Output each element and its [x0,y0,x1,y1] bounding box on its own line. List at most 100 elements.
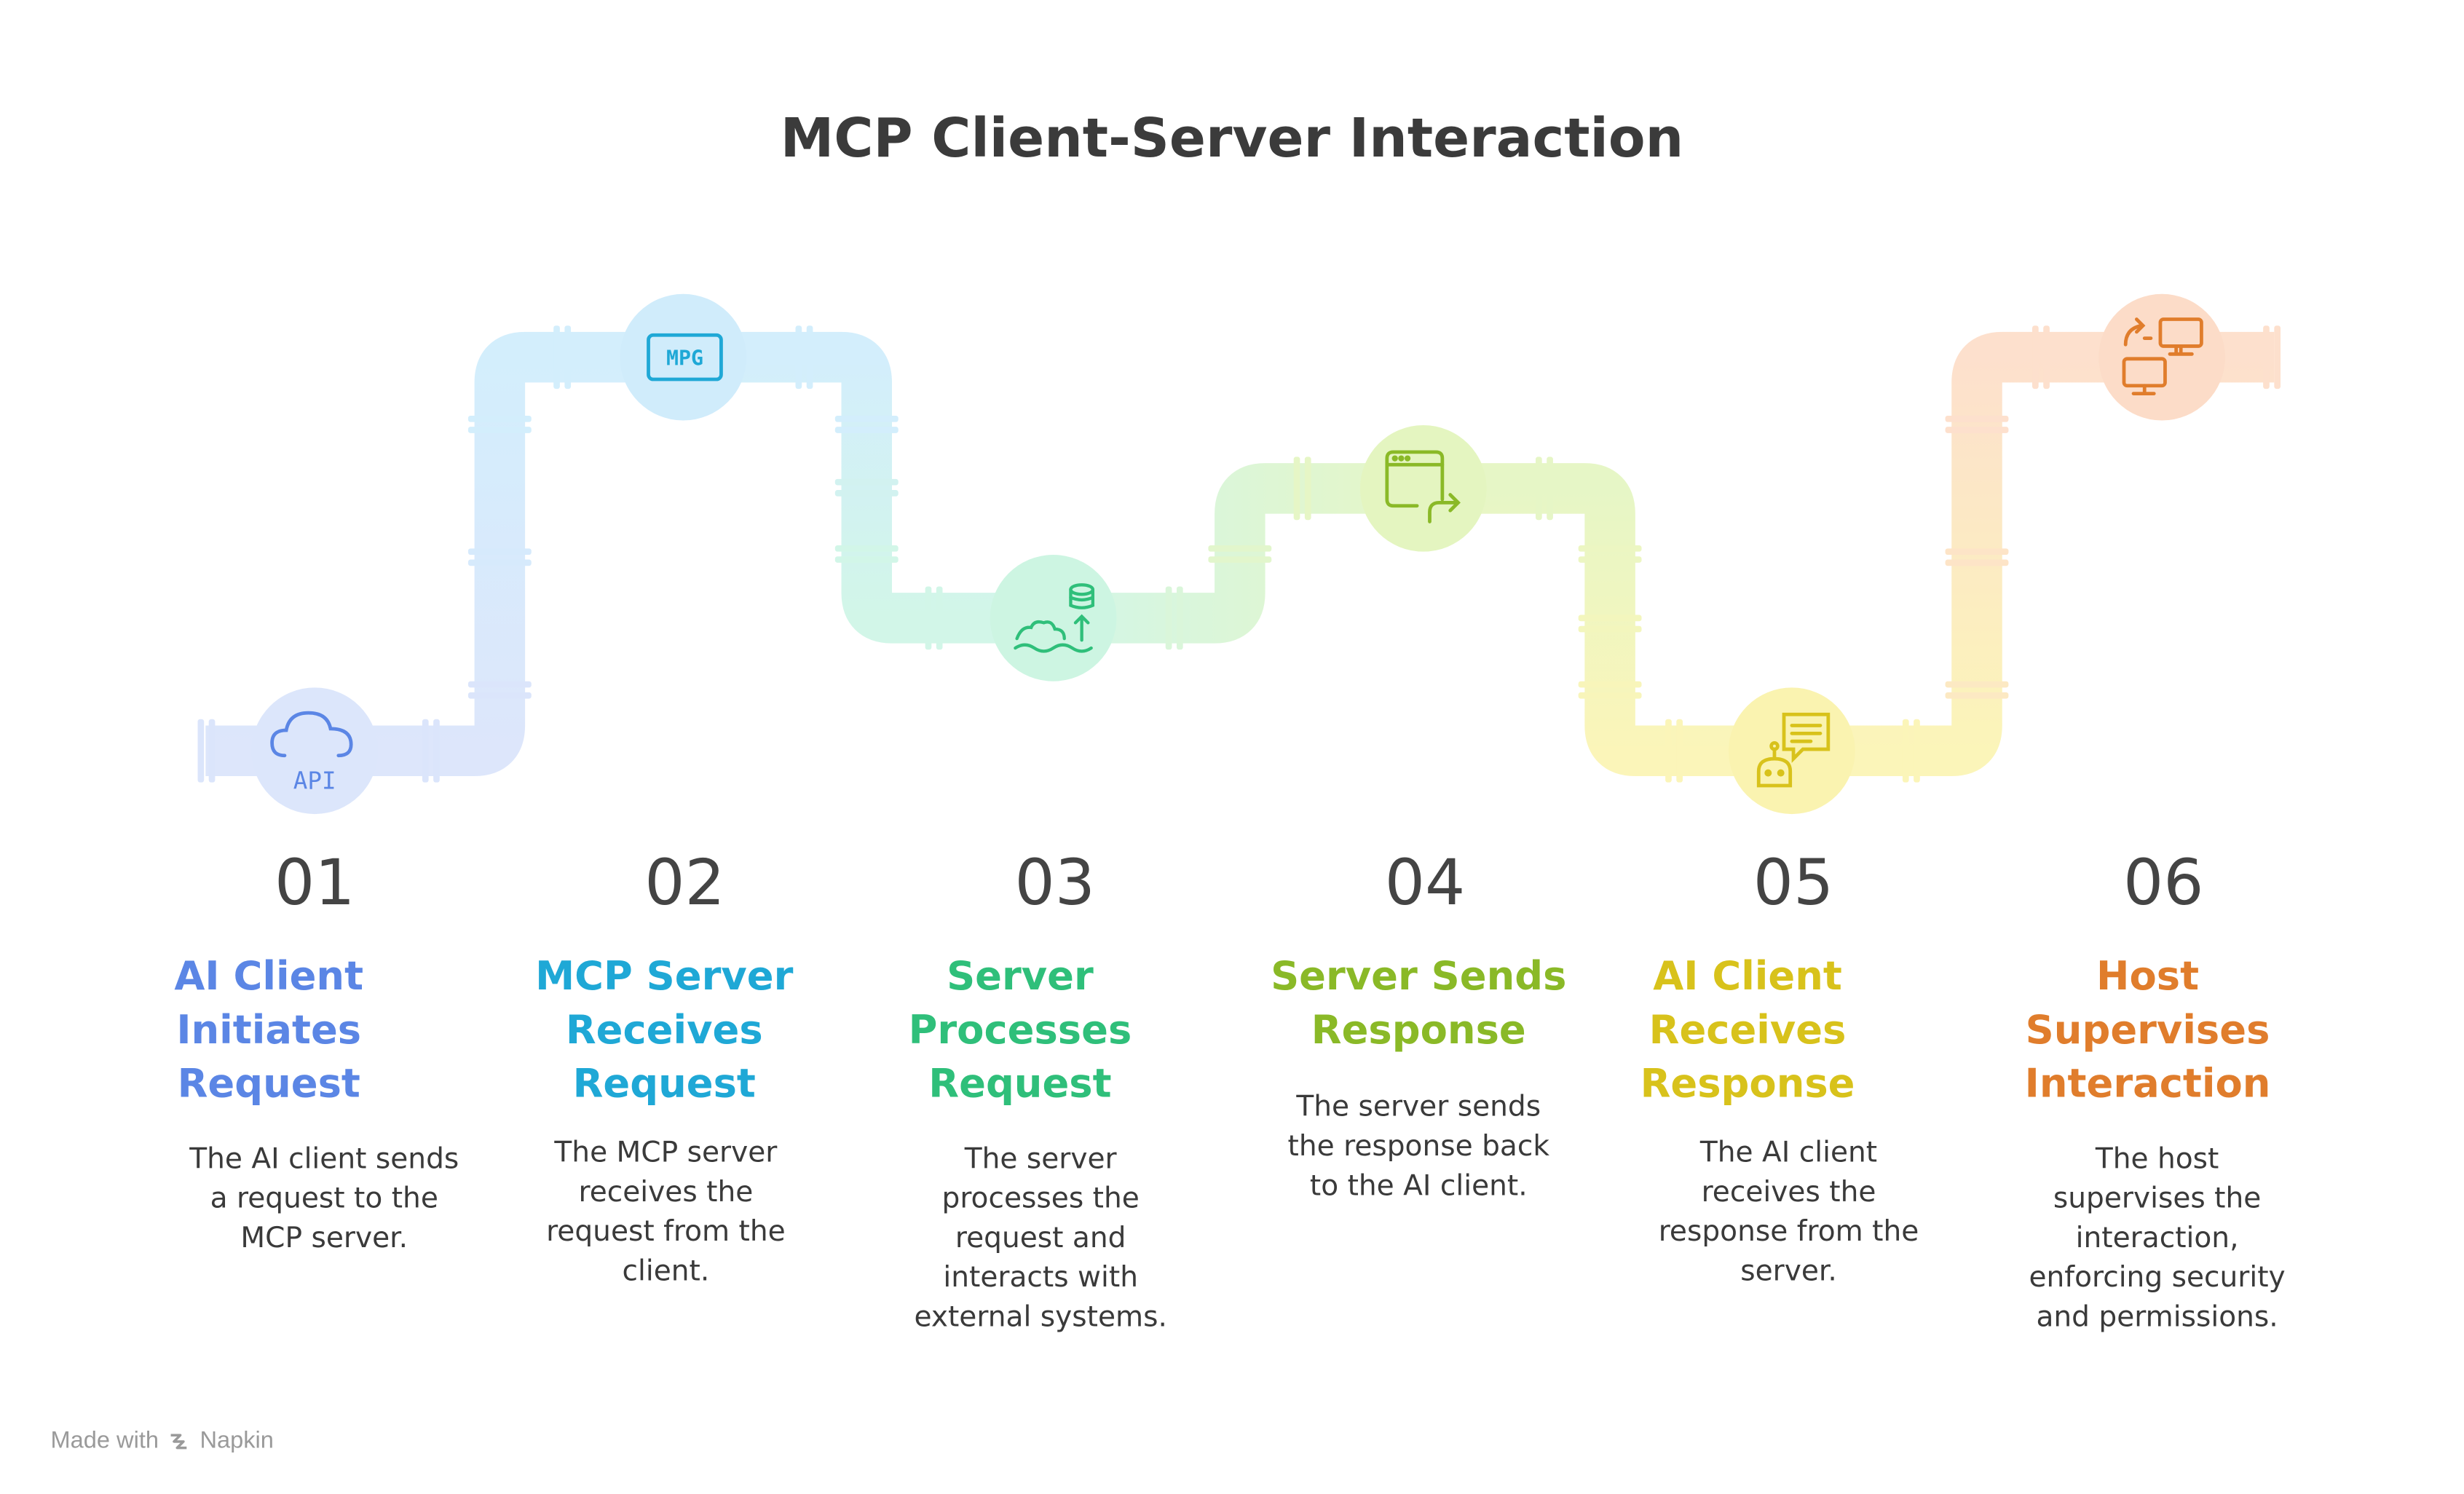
step-heading-5: AI Client Receives Response [1573,950,1922,1111]
pipe-coupler [1293,456,1300,521]
pipe-coupler [2274,325,2281,390]
step-description-2: The MCP server receives the request from… [499,1134,832,1292]
step-description-5: The AI client receives the response from… [1622,1134,1954,1292]
pipe-coupler [1165,586,1172,650]
footer-attribution[interactable]: Made with Napkin [51,1427,274,1454]
pipe-segment-3 [1053,463,1423,644]
step-heading-4-line-2: Response [1311,1006,1526,1053]
step-heading-3-line-3: Request [928,1060,1112,1107]
step-description-4-line-2: the response back [1287,1130,1550,1163]
step-description-6-line-4: enforcing security [2029,1261,2286,1295]
step-description-5-line-1: The AI client [1699,1136,1878,1170]
step-description-5-line-4: server. [1740,1254,1837,1289]
pipe-coupler [1176,586,1183,650]
pipe-coupler [564,325,572,390]
pipe-couplers [197,325,2281,783]
pipe-coupler [1304,456,1311,521]
step-heading-1: AI Client Initiates Request [95,950,443,1111]
pipe-coupler [467,415,532,422]
pipe-coupler [1676,719,1683,783]
footer-made-with: Made with [50,1427,159,1455]
pipe-coupler [834,556,899,563]
mpg-file-icon: MPG [647,333,723,382]
step-heading-6: Host Supervises Interaction [1974,950,2322,1111]
pipe-coupler [1578,556,1642,563]
step-description-6-line-3: interaction, [2075,1222,2239,1255]
step-heading-2-line-1: MCP Server [535,953,794,1000]
step-heading-6-line-1: Host [2096,953,2200,1000]
step-heading-2-line-3: Request [572,1060,756,1107]
pipe-coupler [1578,545,1642,552]
api-icon-label: API [293,767,336,794]
pipe-coupler [834,490,899,497]
step-heading-4-line-1: Server Sends [1271,953,1567,1000]
step-heading-1-line-3: Request [177,1060,360,1107]
pipe-coupler [834,478,899,486]
pipe-coupler [1547,456,1553,521]
pipe-coupler [795,325,802,390]
pipe-segment-1 [205,331,684,776]
pipe-coupler [433,719,440,783]
page-title: MCP Client-Server Interaction [780,107,1684,171]
pipe-coupler [422,719,429,783]
step-number-1: 01 [274,847,355,920]
step-description-2-line-4: client. [622,1254,710,1289]
step-description-3: The server processes the request and int… [874,1139,1207,1337]
step-heading-5-line-1: AI Client [1653,953,1842,1000]
step-description-1-line-2: a request to the [210,1182,438,1216]
pipe-coupler [1578,692,1642,699]
step-heading-4: Server Sends Response [1244,950,1592,1058]
pipe-coupler [1208,556,1272,563]
data-processing-icon [1014,583,1095,653]
pipe-coupler [208,719,216,783]
cloud-api-icon: API [270,711,353,794]
pipe-coupler [2263,325,2270,390]
step-heading-1-line-1: AI Client [174,953,364,1000]
step-description-6-line-1: The host [2095,1142,2219,1177]
step-number-5: 05 [1753,847,1834,920]
step-heading-5-line-2: Receives [1648,1006,1847,1053]
napkin-logo-icon [171,1433,188,1449]
pipe-coupler [1945,559,2009,566]
node-circle-2 [620,293,747,421]
step-description-3-line-3: request and [955,1222,1126,1255]
node-circle-4 [1359,424,1487,552]
step-description-3-line-1: The server [964,1142,1117,1177]
pipe-coupler [1945,415,2009,422]
pipe-coupler [1945,548,2009,556]
pipe-coupler [467,559,532,566]
robot-chat-icon [1756,712,1831,788]
step-heading-3-line-1: Server [947,953,1094,1000]
step-description-6-line-2: supervises the [2053,1182,2262,1216]
pipe-coupler [2032,325,2039,390]
step-description-3-line-4: interacts with [943,1261,1138,1295]
pipe-coupler [467,427,532,433]
step-heading-2-line-2: Receives [565,1006,763,1053]
step-description-3-line-2: processes the [941,1182,1140,1216]
step-heading-3-line-2: Processes [908,1006,1132,1053]
mpg-icon-label: MPG [666,347,703,371]
pipe-coupler [467,548,532,556]
step-number-6: 06 [2123,847,2204,920]
step-description-3-line-5: external systems. [914,1300,1167,1335]
pipe-coupler [1208,545,1272,552]
pipe-coupler [197,719,205,783]
step-description-4-line-1: The server sends [1296,1090,1541,1124]
step-heading-6-line-2: Supervises [2025,1006,2270,1053]
pipe-coupler [553,325,560,390]
step-description-5-line-2: receives the [1701,1176,1876,1209]
pipe-coupler [1536,456,1542,521]
step-description-1: The AI client sends a request to the MCP… [158,1139,490,1258]
send-window-icon [1385,450,1461,523]
pipe-coupler [834,415,899,422]
node-circle-1 [251,687,379,815]
pipe-segment-2 [683,331,1054,644]
pipe-coupler [806,325,813,390]
pipe-coupler [1945,681,2009,688]
step-description-1-line-3: MCP server. [240,1222,408,1255]
step-description-6: The host supervises the interaction, enf… [1991,1139,2323,1337]
pipe-coupler [2043,325,2050,390]
footer-brand: Napkin [200,1427,274,1455]
